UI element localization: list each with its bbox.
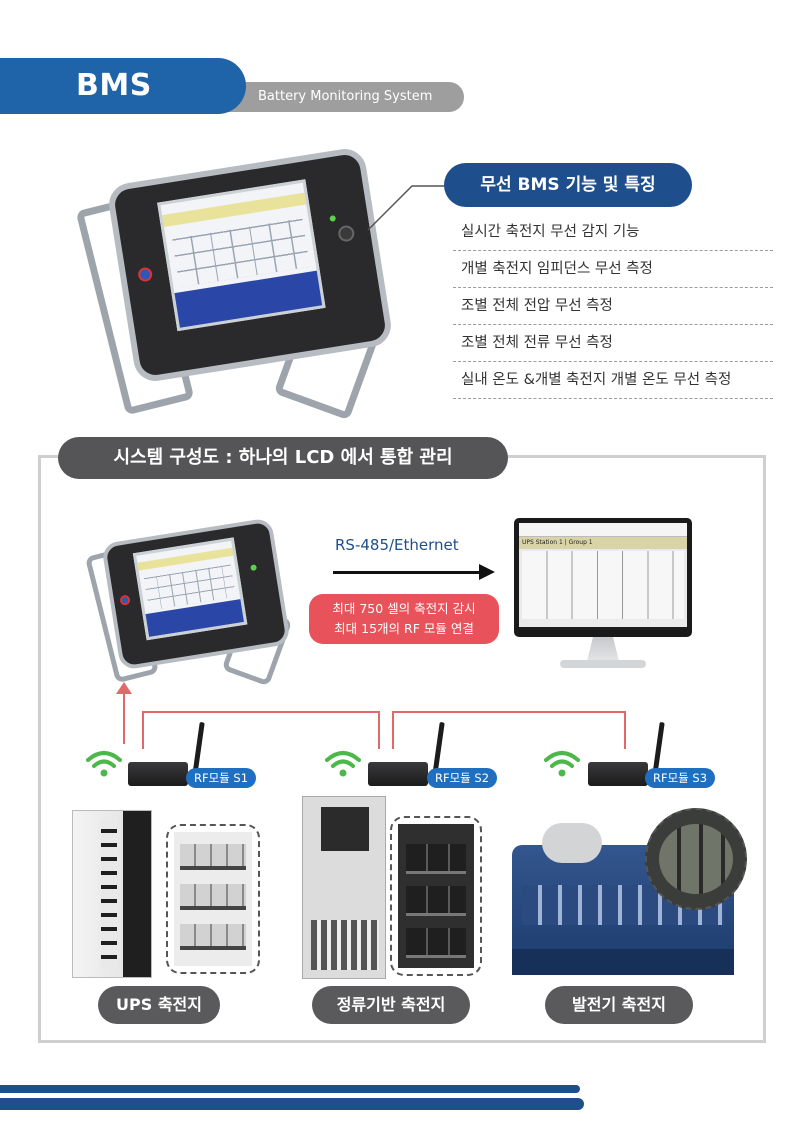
feature-item: 개별 축전지 임피던스 무선 측정 (453, 251, 773, 288)
footer-bar (0, 1098, 584, 1110)
knob-icon (337, 224, 356, 243)
feature-item: 실시간 축전지 무선 감지 기능 (453, 214, 773, 251)
header-subtitle: Battery Monitoring System (258, 89, 433, 104)
feature-item: 실내 온도 &개별 축전지 개별 온도 무선 측정 (453, 362, 773, 399)
led-icon (329, 215, 337, 222)
monitor-toolbar (519, 523, 687, 537)
wifi-icon (544, 751, 580, 777)
generator-battery-photo (645, 808, 747, 910)
rf-module-image (128, 762, 188, 786)
led-icon (250, 564, 258, 572)
capacity-caption: 최대 750 셀의 축전지 감시 최대 15개의 RF 모듈 연결 (309, 594, 499, 644)
rf-module-badge: RF모듈 S3 (645, 768, 716, 788)
ups-cabinet-image (72, 810, 152, 978)
logo-icon (119, 594, 131, 606)
ups-battery-label: UPS 축전지 (98, 986, 220, 1024)
capacity-line-1: 최대 750 셀의 축전지 감시 (332, 601, 476, 616)
features-heading: 무선 BMS 기능 및 특징 (444, 163, 692, 207)
header-title-bar (0, 58, 246, 114)
rf-module-badge: RF모듈 S2 (427, 768, 498, 788)
monitor-grid (522, 551, 684, 619)
rf-module-badge: RF모듈 S1 (186, 768, 257, 788)
connector-line (378, 711, 380, 749)
rf-module-image (368, 762, 428, 786)
wifi-icon (86, 751, 122, 777)
connector-line (142, 711, 380, 713)
generator-battery-label: 발전기 축전지 (545, 986, 693, 1024)
monitor-title: UPS Station 1 | Group 1 (519, 537, 687, 549)
capacity-line-2: 최대 15개의 RF 모듈 연결 (334, 621, 474, 636)
bms-device-small-image (84, 517, 293, 687)
link-label: RS-485/Ethernet (335, 536, 459, 554)
rectifier-battery-photo (390, 816, 482, 976)
feature-item: 조별 전체 전류 무선 측정 (453, 325, 773, 362)
feature-item: 조별 전체 전압 무선 측정 (453, 288, 773, 325)
wifi-icon (325, 751, 361, 777)
rectifier-cabinet-image (302, 796, 386, 979)
monitor-base (560, 660, 646, 668)
connector-line (392, 711, 626, 713)
system-title: 시스템 구성도 : 하나의 LCD 에서 통합 관리 (58, 437, 508, 479)
rf-module-image (588, 762, 648, 786)
arrow-up-icon (116, 682, 132, 694)
monitor-stand (587, 637, 619, 661)
rectifier-battery-label: 정류기반 축전지 (312, 986, 470, 1024)
features-list: 실시간 축전지 무선 감지 기능 개별 축전지 임피던스 무선 측정 조별 전체… (453, 214, 773, 399)
link-arrow-line (333, 571, 481, 574)
connector-line (123, 692, 125, 744)
connector-line (624, 711, 626, 749)
ups-battery-photo (166, 824, 260, 974)
footer-bar (0, 1085, 580, 1093)
page-title: BMS (76, 68, 152, 103)
bms-device-image (75, 145, 395, 421)
monitor-screen: UPS Station 1 | Group 1 (519, 523, 687, 627)
arrow-right-icon (479, 564, 495, 580)
logo-icon (137, 266, 154, 283)
connector-line (392, 711, 394, 749)
callout-connector (367, 185, 448, 231)
connector-line (142, 711, 144, 749)
